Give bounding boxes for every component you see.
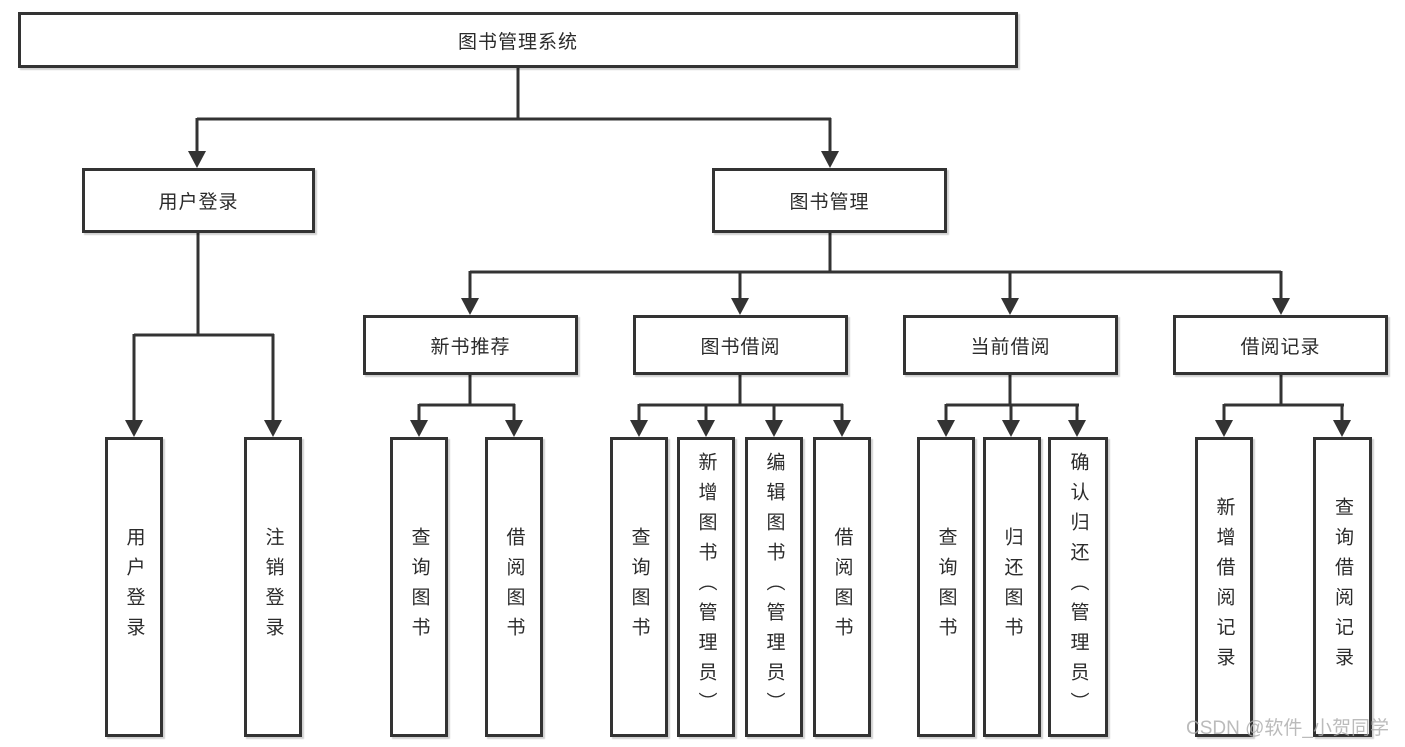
arrowhead-icon <box>937 420 955 437</box>
node-label: 用户登录 <box>158 192 239 213</box>
node-book-management: 图书管理 <box>712 168 947 233</box>
node-user-login: 用户登录 <box>82 168 315 233</box>
arrowhead-icon <box>505 420 523 437</box>
arrowhead-icon <box>765 420 783 437</box>
leaf-logout: 注销登录 <box>244 437 302 737</box>
leaf-confirm-return-admin: 确认归还（管理员） <box>1048 437 1108 737</box>
node-label: 借阅图书 <box>831 527 853 647</box>
node-root-system: 图书管理系统 <box>18 12 1018 68</box>
node-label: 确认归还（管理员） <box>1067 452 1089 722</box>
arrowhead-icon <box>833 420 851 437</box>
node-label: 借阅记录 <box>1240 336 1321 358</box>
node-label: 编辑图书（管理员） <box>763 452 785 722</box>
arrowhead-icon <box>731 298 749 315</box>
leaf-return-books: 归还图书 <box>983 437 1041 737</box>
leaf-edit-books-admin: 编辑图书（管理员） <box>745 437 803 737</box>
leaf-query-books-1: 查询图书 <box>390 437 448 737</box>
node-label: 新增借阅记录 <box>1213 497 1235 677</box>
node-label: 新增图书（管理员） <box>695 452 717 722</box>
arrowhead-icon <box>1068 420 1086 437</box>
leaf-query-borrow-record: 查询借阅记录 <box>1313 437 1372 737</box>
arrowhead-icon <box>821 151 839 168</box>
node-label: 图书管理 <box>789 192 870 213</box>
node-label: 归还图书 <box>1001 527 1023 647</box>
node-book-borrow: 图书借阅 <box>633 315 848 375</box>
leaf-user-login: 用户登录 <box>105 437 163 737</box>
arrowhead-icon <box>1001 298 1019 315</box>
leaf-query-books-3: 查询图书 <box>917 437 975 737</box>
leaf-query-books-2: 查询图书 <box>610 437 668 737</box>
node-label: 当前借阅 <box>970 336 1051 358</box>
arrowhead-icon <box>1272 298 1290 315</box>
node-label: 查询图书 <box>628 527 650 647</box>
node-current-borrow: 当前借阅 <box>903 315 1118 375</box>
leaf-borrow-books-2: 借阅图书 <box>813 437 871 737</box>
arrowhead-icon <box>697 420 715 437</box>
node-label: 查询借阅记录 <box>1332 497 1353 677</box>
csdn-watermark: CSDN @软件_小贺同学 <box>1186 718 1389 739</box>
leaf-add-books-admin: 新增图书（管理员） <box>677 437 735 737</box>
node-label: 借阅图书 <box>503 527 525 647</box>
node-label: 查询图书 <box>408 527 430 647</box>
arrowhead-icon <box>188 151 206 168</box>
arrowhead-icon <box>1215 420 1233 437</box>
node-label: 查询图书 <box>935 527 957 647</box>
arrowhead-icon <box>1002 420 1020 437</box>
node-label: 注销登录 <box>262 527 284 647</box>
arrowhead-icon <box>1333 420 1351 437</box>
leaf-borrow-books-1: 借阅图书 <box>485 437 543 737</box>
node-borrow-records: 借阅记录 <box>1173 315 1388 375</box>
arrowhead-icon <box>264 420 282 437</box>
node-label: 新书推荐 <box>430 336 511 358</box>
arrowhead-icon <box>410 420 428 437</box>
node-new-book-recommend: 新书推荐 <box>363 315 578 375</box>
node-label: 图书借阅 <box>700 336 781 358</box>
node-label: 用户登录 <box>123 527 145 647</box>
leaf-add-borrow-record: 新增借阅记录 <box>1195 437 1253 737</box>
arrowhead-icon <box>125 420 143 437</box>
node-label: 图书管理系统 <box>457 31 578 53</box>
arrowhead-icon <box>461 298 479 315</box>
arrowhead-icon <box>630 420 648 437</box>
